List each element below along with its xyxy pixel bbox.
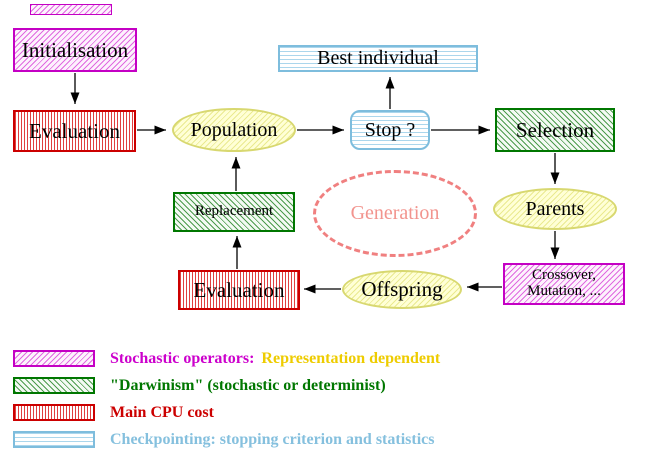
cyan-horizontal-stripe-swatch xyxy=(13,431,95,448)
node-evaluation-bottom: Evaluation xyxy=(178,270,300,310)
node-selection: Selection xyxy=(495,108,615,152)
legend-label-darwinism: "Darwinism" (stochastic or determinist) xyxy=(110,376,386,394)
legend-row-checkpointing: Checkpointing: stopping criterion and st… xyxy=(13,431,440,448)
magenta-diagonal-hatch-swatch xyxy=(13,350,95,367)
clipped-magenta-swatch xyxy=(30,4,112,15)
legend-label-stochastic: Stochastic operators: xyxy=(110,349,255,367)
node-population: Population xyxy=(172,108,296,152)
node-replacement: Replacement xyxy=(173,192,295,232)
node-initialisation: Initialisation xyxy=(13,28,137,72)
red-vertical-stripe-swatch xyxy=(13,404,95,421)
crossover-line1: Crossover, xyxy=(532,267,596,284)
node-best-individual: Best individual xyxy=(278,45,478,72)
node-evaluation-top: Evaluation xyxy=(13,110,136,152)
node-stop: Stop ? xyxy=(350,110,430,150)
generation-loop-ellipse: Generation xyxy=(313,170,477,257)
node-offspring: Offspring xyxy=(342,270,462,309)
legend-row-stochastic-operators: Stochastic operators: Representation dep… xyxy=(13,350,440,367)
legend-row-cpu-cost: Main CPU cost xyxy=(13,404,440,421)
crossover-line2: Mutation, ... xyxy=(527,283,601,299)
legend-row-darwinism: "Darwinism" (stochastic or determinist) xyxy=(13,377,440,394)
legend-label-representation: Representation dependent xyxy=(261,349,441,367)
legend: Stochastic operators: Representation dep… xyxy=(13,350,440,448)
green-diagonal-hatch-swatch xyxy=(13,377,95,394)
node-crossover-mutation: Crossover, Mutation, ... xyxy=(503,263,625,305)
legend-label-cpu-cost: Main CPU cost xyxy=(110,403,214,421)
node-parents: Parents xyxy=(493,188,617,230)
legend-label-checkpointing: Checkpointing: stopping criterion and st… xyxy=(110,430,435,448)
